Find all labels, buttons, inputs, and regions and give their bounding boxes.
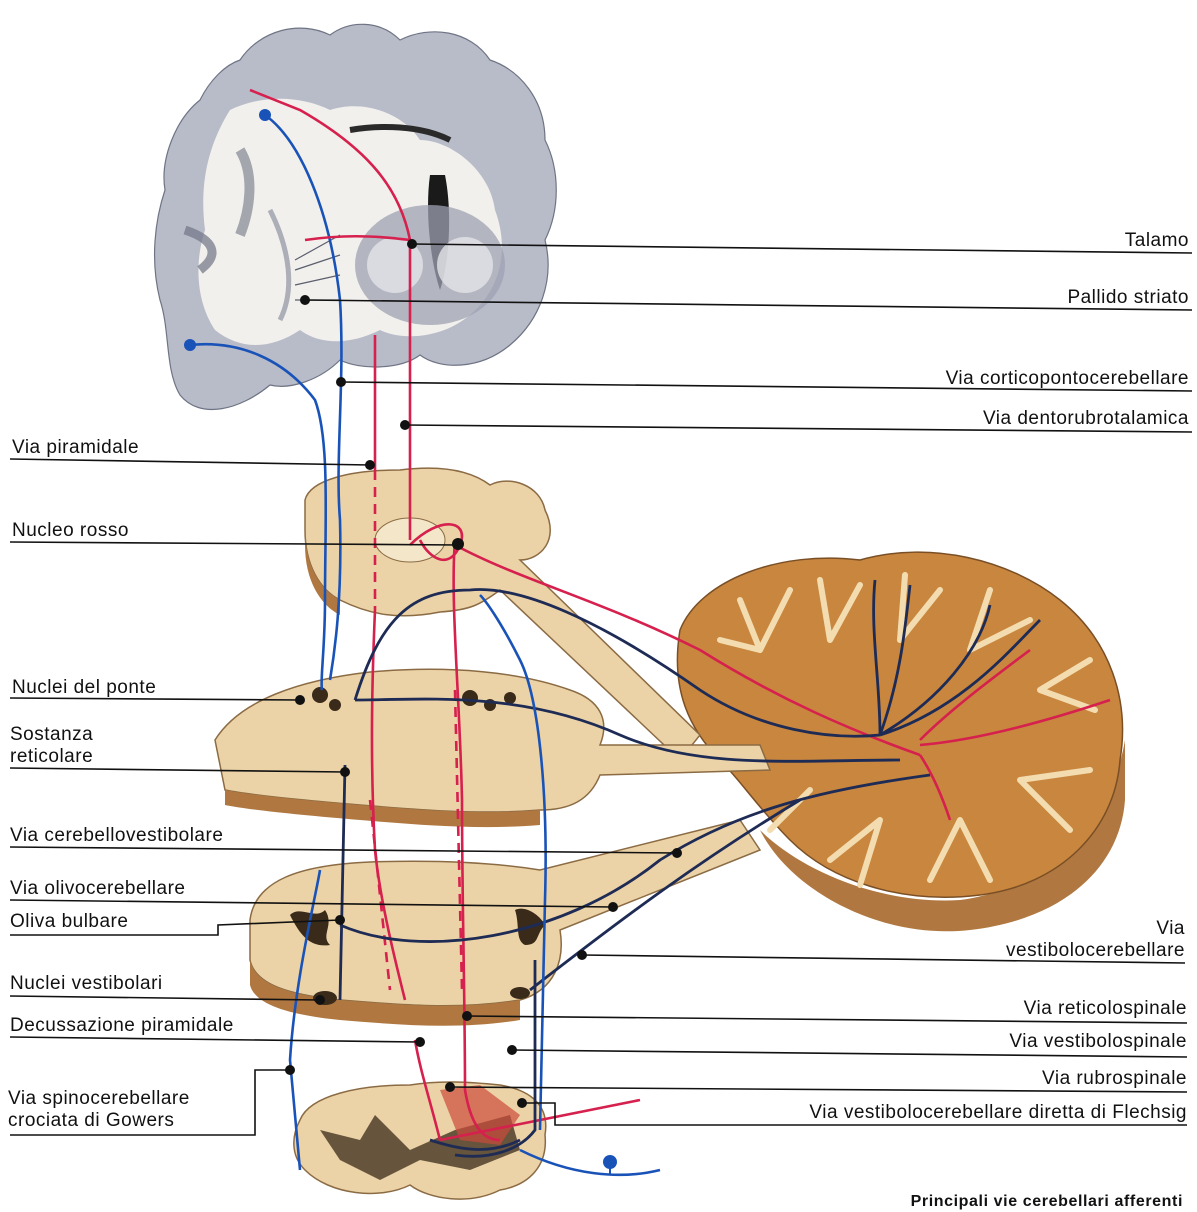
label-oliva-bulbare: Oliva bulbare <box>10 911 128 933</box>
label-nuclei-del-ponte: Nuclei del ponte <box>12 677 156 699</box>
label-via-dentorubrotalamica: Via dentorubrotalamica <box>983 408 1189 430</box>
figure-caption: Principali vie cerebellari afferenti <box>911 1193 1183 1211</box>
label-sostanza-reticolare: Sostanza reticolare <box>10 724 93 768</box>
brainstem-sections <box>215 468 770 1199</box>
label-decussazione-piramidale: Decussazione piramidale <box>10 1015 234 1037</box>
label-via-vestibolospinale: Via vestibolospinale <box>1009 1031 1187 1053</box>
label-via-vestibolocerebellare: Via vestibolocerebellare <box>1006 918 1185 962</box>
label-via-flechsig: Via vestibolocerebellare diretta di Flec… <box>809 1102 1187 1124</box>
label-via-spinocerebellare-gowers: Via spinocerebellare crociata di Gowers <box>8 1088 190 1132</box>
label-talamo: Talamo <box>1125 230 1189 252</box>
label-via-olivocerebellare: Via olivocerebellare <box>10 878 185 900</box>
label-nuclei-vestibolari: Nuclei vestibolari <box>10 973 163 995</box>
label-via-rubrospinale: Via rubrospinale <box>1042 1068 1187 1090</box>
label-via-corticopontocerebellare: Via corticopontocerebellare <box>946 368 1189 390</box>
label-via-cerebellovestibolare: Via cerebellovestibolare <box>10 825 223 847</box>
cerebellum <box>677 552 1125 931</box>
label-via-piramidale: Via piramidale <box>12 437 139 459</box>
label-pallido-striato: Pallido striato <box>1067 287 1189 309</box>
label-nucleo-rosso: Nucleo rosso <box>12 520 129 542</box>
label-via-reticolospinale: Via reticolospinale <box>1024 998 1187 1020</box>
brain-coronal-section <box>155 24 557 409</box>
